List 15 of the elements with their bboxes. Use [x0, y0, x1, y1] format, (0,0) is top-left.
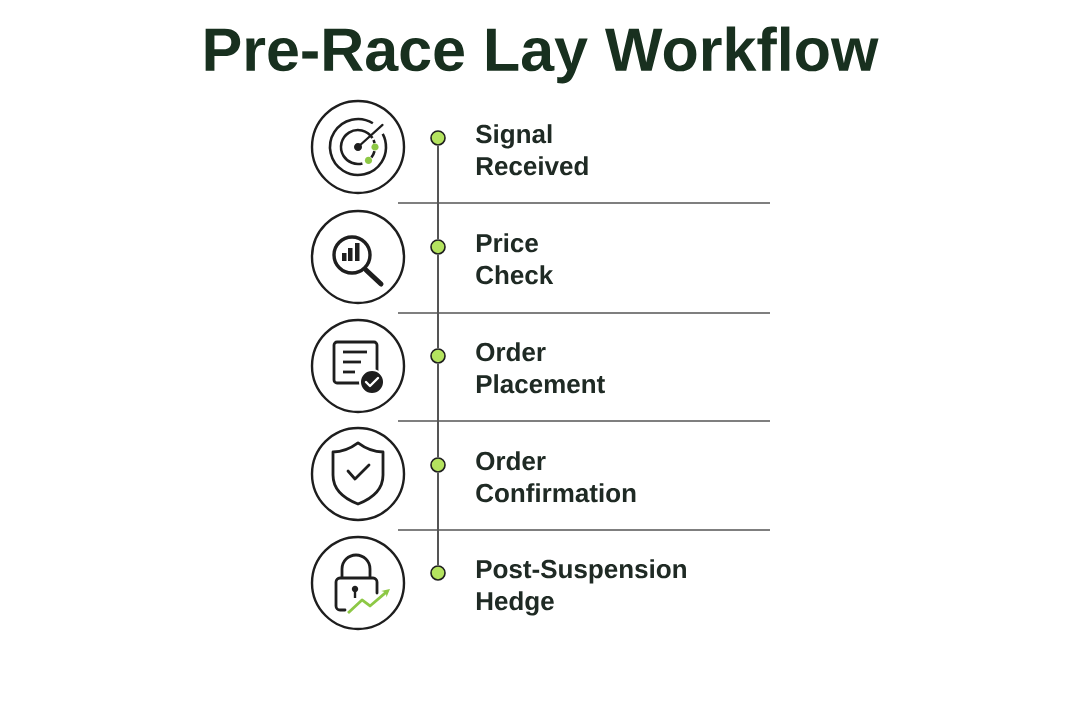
timeline-dot	[430, 130, 446, 146]
step-label: Order Confirmation	[476, 451, 636, 503]
connector-line	[437, 471, 439, 567]
timeline-dot	[430, 565, 446, 581]
connector-line	[437, 253, 439, 350]
timeline-dot	[430, 457, 446, 473]
step-label: Signal Received	[475, 124, 588, 176]
step-label: Order Placement	[476, 342, 605, 394]
connector-line	[437, 362, 439, 459]
connector-line	[437, 144, 439, 241]
title: Pre-Race Lay Workflow	[205, 26, 879, 84]
timeline-dot	[430, 348, 446, 364]
timeline-dot	[430, 239, 446, 255]
step-label: Price Check	[476, 233, 554, 285]
step-label: Post-Suspension Hedge	[476, 559, 686, 616]
